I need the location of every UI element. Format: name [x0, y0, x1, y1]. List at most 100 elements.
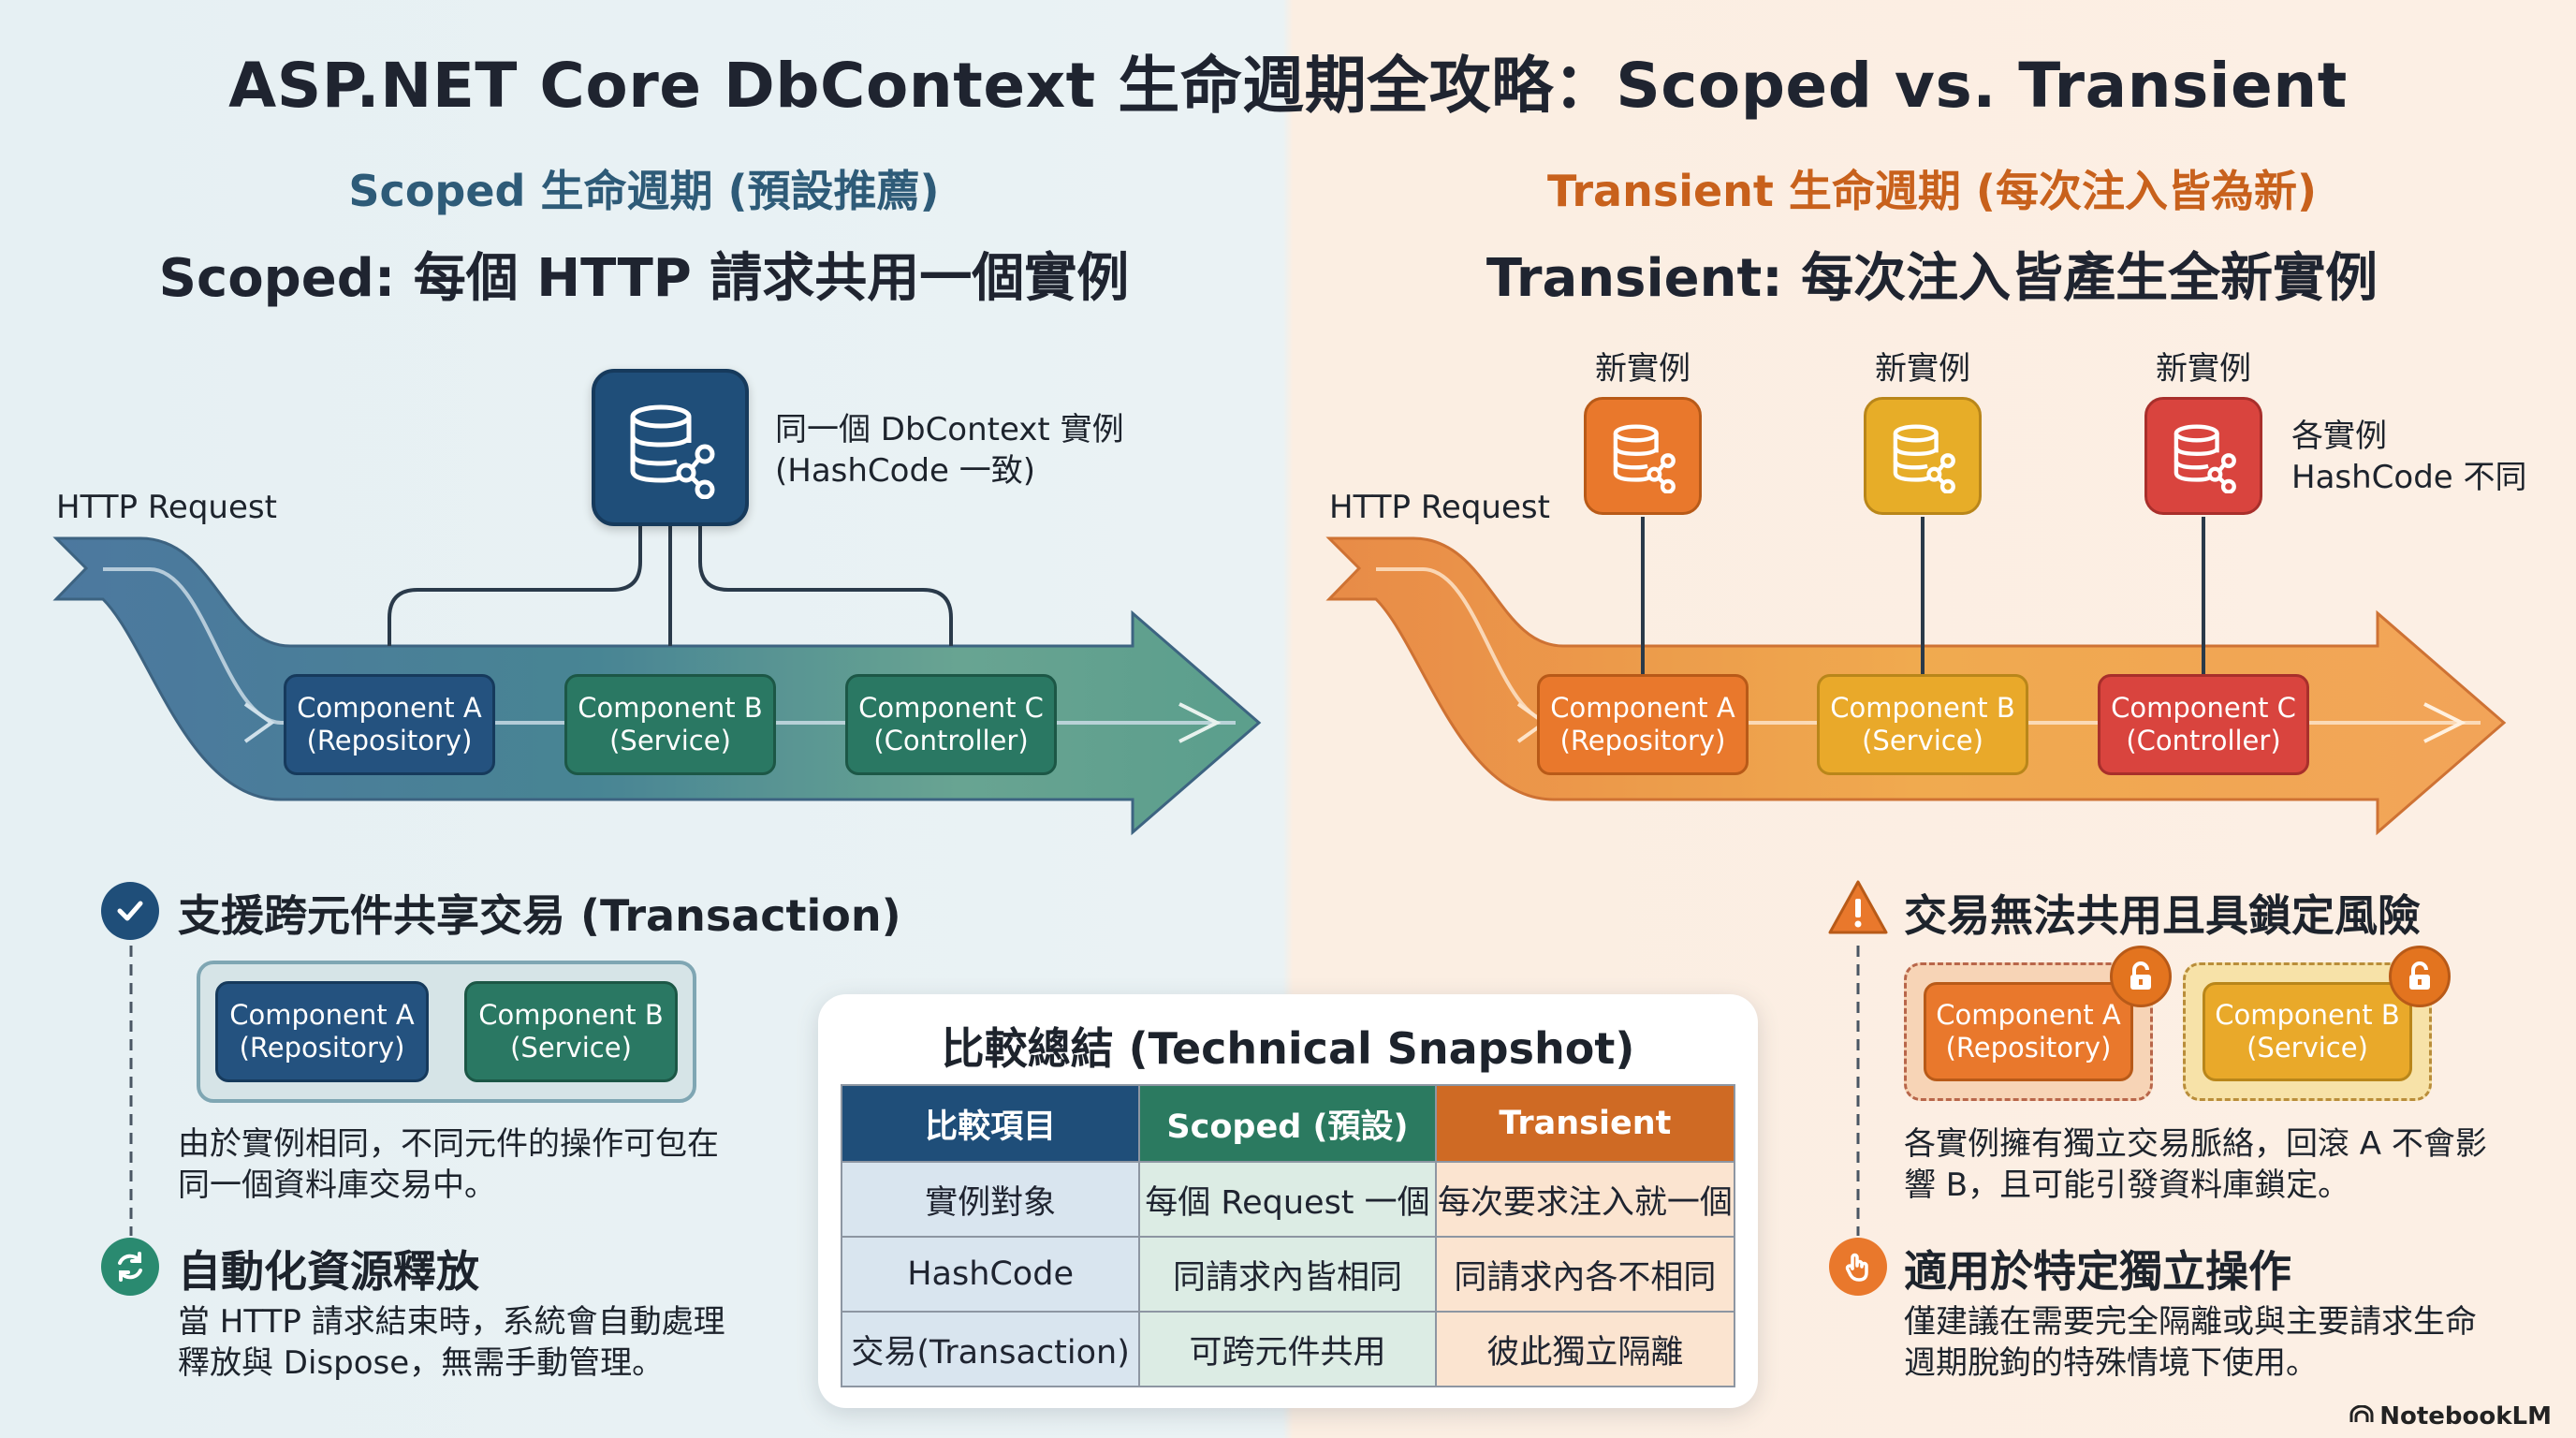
scoped-group-component-a: Component A (Repository)	[215, 981, 429, 1082]
transient-component-a: Component A (Repository)	[1537, 674, 1749, 775]
unlock-icon	[2110, 946, 2172, 1007]
new-instance-label-1: 新實例	[1595, 350, 1690, 388]
desc-line: 僅建議在需要完全隔離或與主要請求生命	[1904, 1303, 2477, 1341]
database-icon	[1893, 424, 1955, 493]
scoped-http-request-label: HTTP Request	[56, 489, 277, 526]
scoped-group-component-b: Component B (Service)	[464, 981, 678, 1082]
desc-line: 各實例擁有獨立交易脈絡，回滾 A 不會影	[1904, 1125, 2487, 1163]
table-row: HashCode 同請求內皆相同 同請求內各不相同	[840, 1236, 1736, 1313]
new-instance-label-2: 新實例	[1875, 350, 1970, 388]
transient-component-c: Component C (Controller)	[2098, 674, 2309, 775]
transient-group-component-a: Component A (Repository)	[1924, 982, 2133, 1081]
notebooklm-logo-icon	[2349, 1402, 2374, 1431]
component-name: Component A	[229, 999, 415, 1031]
comparison-table: 比較項目 Scoped (預設) Transient 實例對象 每個 Reque…	[840, 1084, 1736, 1387]
table-header-row: 比較項目 Scoped (預設) Transient	[840, 1084, 1736, 1163]
transient-feature1-title: 交易無法共用且具鎖定風險	[1904, 890, 2421, 941]
transient-feature2-title: 適用於特定獨立操作	[1904, 1246, 2291, 1297]
transient-component-b: Component B (Service)	[1817, 674, 2028, 775]
watermark-text: NotebookLM	[2379, 1401, 2552, 1431]
component-name: Component B	[578, 692, 763, 724]
transient-db-note: 各實例 HashCode 不同	[2291, 416, 2527, 498]
scoped-feature1-desc: 由於實例相同，不同元件的操作可包在 同一個資料庫交易中。	[178, 1123, 719, 1206]
unlock-icon	[2389, 946, 2451, 1007]
transient-db-box-2	[1864, 397, 1982, 515]
check-icon	[101, 882, 159, 940]
summary-card: 比較總結 (Technical Snapshot) 比較項目 Scoped (預…	[818, 994, 1758, 1408]
hand-pointer-icon	[1829, 1238, 1887, 1296]
component-role: (Controller)	[2126, 725, 2281, 756]
transient-db-box-3	[2144, 397, 2262, 515]
scoped-heading: Scoped: 每個 HTTP 請求共用一個實例	[158, 248, 1130, 309]
scoped-feature2-desc: 當 HTTP 請求結束時，系統會自動處理 釋放與 Dispose，無需手動管理。	[178, 1301, 725, 1384]
component-name: Component C	[858, 692, 1044, 724]
component-role: (Service)	[609, 725, 731, 756]
component-name: Component A	[1550, 692, 1735, 724]
scoped-db-note-line1: 同一個 DbContext 實例	[775, 411, 1124, 448]
transient-isolated-group-a: Component A (Repository)	[1904, 962, 2153, 1101]
scoped-component-b: Component B (Service)	[564, 674, 776, 775]
table-cell: 交易(Transaction)	[840, 1311, 1141, 1387]
transient-db-connectors	[1641, 517, 2205, 677]
desc-line: 同一個資料庫交易中。	[178, 1167, 496, 1204]
desc-line: 響 B，且可能引發資料庫鎖定。	[1904, 1167, 2350, 1204]
scoped-transaction-group: Component A (Repository) Component B (Se…	[197, 961, 696, 1103]
transient-group-component-b: Component B (Service)	[2203, 982, 2412, 1081]
transient-db-note-line1: 各實例	[2291, 418, 2387, 455]
database-icon	[1613, 424, 1676, 493]
component-role: (Controller)	[873, 725, 1029, 756]
scoped-dbcontext-box	[592, 369, 749, 526]
summary-title: 比較總結 (Technical Snapshot)	[941, 1023, 1635, 1074]
table-row: 實例對象 每個 Request 一個 每次要求注入就一個	[840, 1161, 1736, 1238]
component-name: Component A	[297, 692, 482, 724]
component-name: Component B	[2215, 999, 2400, 1031]
transient-subtitle: Transient 生命週期 (每次注入皆為新)	[1547, 166, 2317, 216]
component-role: (Service)	[1862, 725, 1983, 756]
notebooklm-watermark: NotebookLM	[2349, 1402, 2552, 1431]
refresh-icon	[101, 1238, 159, 1296]
transient-heading: Transient: 每次注入皆產生全新實例	[1486, 248, 2378, 309]
desc-line: 當 HTTP 請求結束時，系統會自動處理	[178, 1303, 725, 1341]
table-header: 比較項目	[840, 1084, 1141, 1163]
component-role: (Service)	[2247, 1032, 2368, 1064]
warning-icon	[1827, 878, 1889, 940]
table-cell: HashCode	[840, 1236, 1141, 1313]
component-name: Component C	[2111, 692, 2296, 724]
table-cell: 同請求內各不相同	[1434, 1236, 1736, 1313]
scoped-subtitle: Scoped 生命週期 (預設推薦)	[348, 166, 940, 216]
table-cell: 實例對象	[840, 1161, 1141, 1238]
transient-db-box-1	[1584, 397, 1702, 515]
scoped-db-connectors	[388, 520, 953, 646]
scoped-db-note: 同一個 DbContext 實例 (HashCode 一致)	[775, 409, 1124, 492]
table-row: 交易(Transaction) 可跨元件共用 彼此獨立隔離	[840, 1311, 1736, 1387]
desc-line: 週期脫鉤的特殊情境下使用。	[1904, 1344, 2318, 1382]
component-role: (Repository)	[1559, 725, 1726, 756]
table-cell: 可跨元件共用	[1138, 1311, 1437, 1387]
table-cell: 每次要求注入就一個	[1434, 1161, 1736, 1238]
scoped-feature1-title: 支援跨元件共享交易 (Transaction)	[178, 890, 901, 941]
desc-line: 釋放與 Dispose，無需手動管理。	[178, 1344, 665, 1382]
component-name: Component B	[1830, 692, 2015, 724]
component-role: (Repository)	[306, 725, 473, 756]
new-instance-label-3: 新實例	[2156, 350, 2251, 388]
component-role: (Repository)	[1945, 1032, 2112, 1064]
page-title: ASP.NET Core DbContext 生命週期全攻略：Scoped vs…	[228, 50, 2348, 122]
table-header: Scoped (預設)	[1138, 1084, 1437, 1163]
scoped-feature2-title: 自動化資源釋放	[178, 1246, 479, 1297]
table-cell: 每個 Request 一個	[1138, 1161, 1437, 1238]
component-role: (Service)	[510, 1032, 632, 1064]
transient-feature1-desc: 各實例擁有獨立交易脈絡，回滾 A 不會影 響 B，且可能引發資料庫鎖定。	[1904, 1123, 2487, 1206]
table-header: Transient	[1434, 1084, 1736, 1163]
scoped-db-note-line2: (HashCode 一致)	[775, 452, 1036, 490]
desc-line: 由於實例相同，不同元件的操作可包在	[178, 1125, 719, 1163]
transient-db-note-line2: HashCode 不同	[2291, 459, 2527, 496]
scoped-component-c: Component C (Controller)	[845, 674, 1057, 775]
table-cell: 彼此獨立隔離	[1434, 1311, 1736, 1387]
component-name: Component A	[1936, 999, 2121, 1031]
database-share-icon	[630, 404, 715, 499]
database-icon	[2174, 424, 2236, 493]
scoped-component-a: Component A (Repository)	[284, 674, 495, 775]
transient-feature2-desc: 僅建議在需要完全隔離或與主要請求生命 週期脫鉤的特殊情境下使用。	[1904, 1301, 2477, 1384]
table-cell: 同請求內皆相同	[1138, 1236, 1437, 1313]
component-name: Component B	[478, 999, 664, 1031]
